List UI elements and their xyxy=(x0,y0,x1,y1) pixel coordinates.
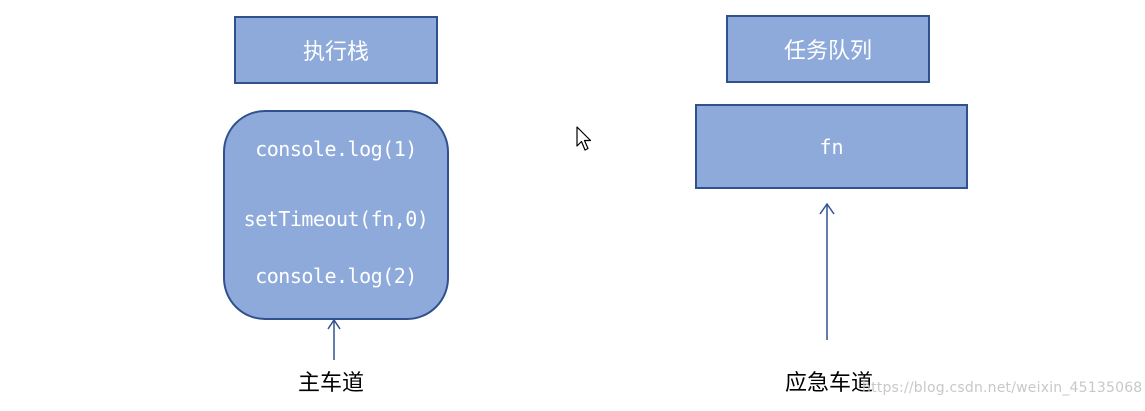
arrow-up-icon xyxy=(819,202,835,340)
stack-code-line: console.log(1) xyxy=(255,137,417,161)
task-queue-item: fn xyxy=(695,104,968,189)
stack-code-line: setTimeout(fn,0) xyxy=(243,207,429,231)
mouse-pointer-icon xyxy=(576,126,592,151)
execution-stack-header: 执行栈 xyxy=(234,16,438,84)
execution-stack-box: console.log(1) setTimeout(fn,0) console.… xyxy=(223,110,449,320)
watermark-text: https://blog.csdn.net/weixin_45135068 xyxy=(862,380,1143,396)
main-lane-label: 主车道 xyxy=(298,371,365,396)
task-queue-header: 任务队列 xyxy=(726,15,930,83)
stack-code-line: console.log(2) xyxy=(255,264,417,288)
arrow-up-icon xyxy=(327,318,341,360)
emergency-lane-label: 应急车道 xyxy=(785,371,874,396)
